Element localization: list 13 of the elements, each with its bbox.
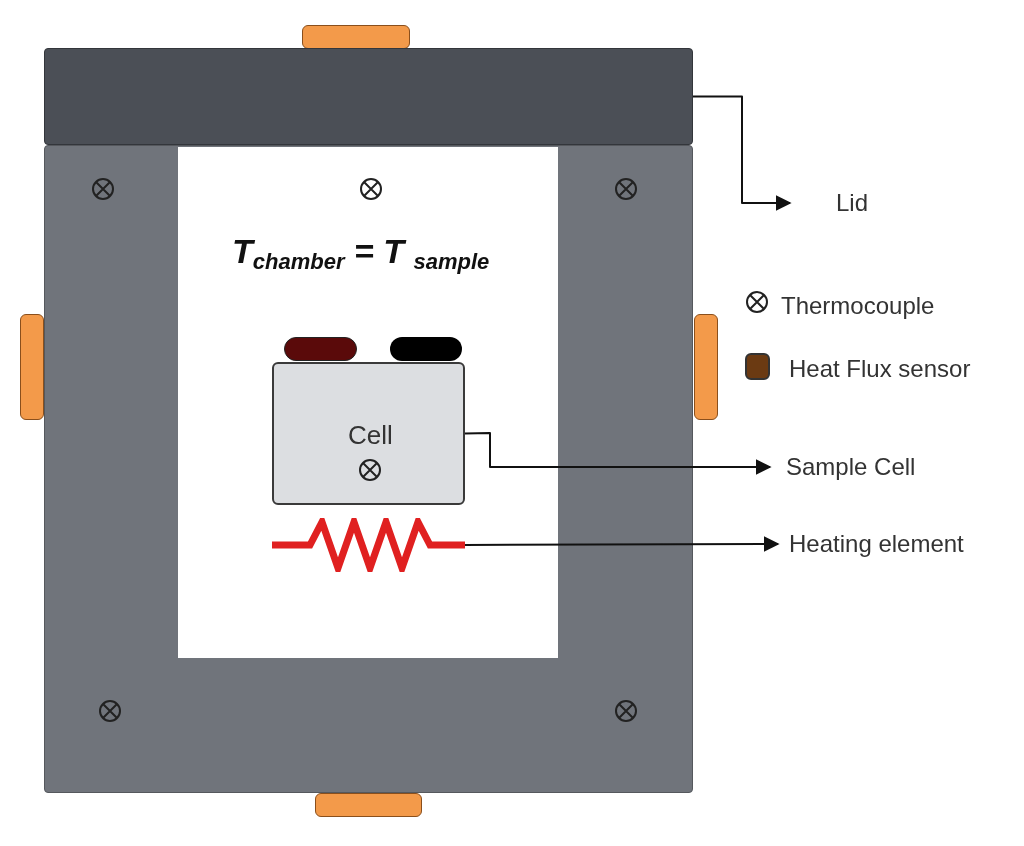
lid-bar <box>44 48 693 145</box>
leader-arrow <box>464 536 780 553</box>
legend-label: Thermocouple <box>781 291 935 321</box>
part-label: Lid <box>836 188 896 218</box>
heating-element-drawing <box>272 518 465 572</box>
part-label: Sample Cell <box>786 452 956 482</box>
cell-label: Cell <box>348 419 393 452</box>
leader-arrow <box>692 95 792 211</box>
equation: T$_{chamber}$ = T $_{sample}$ <box>232 231 490 276</box>
leader-arrow <box>464 432 772 475</box>
legend-label: Heat Flux sensor <box>789 354 971 384</box>
sample-cell <box>272 362 465 505</box>
part-label: Heating element <box>789 529 1009 559</box>
